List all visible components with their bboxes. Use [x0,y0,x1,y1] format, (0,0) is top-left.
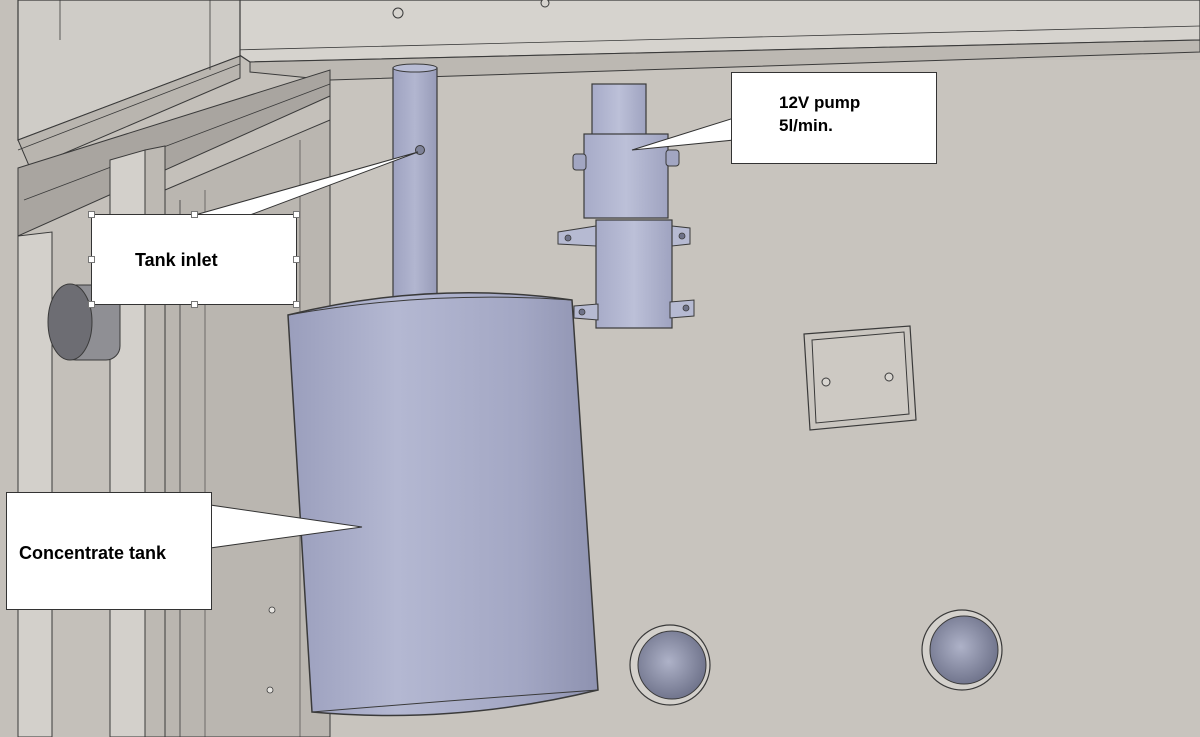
pump-12v [557,83,695,329]
resize-handle-top-middle[interactable] [191,211,198,218]
resize-handle-middle-left[interactable] [88,256,95,263]
resize-handle-bottom-left[interactable] [88,301,95,308]
panel-hole-left [629,624,711,706]
left-upper-frame [17,0,331,237]
tank-inlet-callout[interactable]: Tank inlet [91,214,297,305]
tank-inlet-label: Tank inlet [135,250,218,270]
concentrate-tank-callout: Concentrate tank [6,492,212,610]
concentrate-tank [287,291,599,717]
resize-handle-top-left[interactable] [88,211,95,218]
pump-label-line2: 5l/min. [779,116,833,135]
panel-hole-right [921,609,1003,691]
mounting-bracket [803,325,917,431]
resize-handle-middle-right[interactable] [293,256,300,263]
top-frame-beam [229,0,1200,81]
pump-callout: 12V pump 5l/min. [731,72,937,164]
tank-inlet-pipe [392,63,438,309]
resize-handle-top-right[interactable] [293,211,300,218]
concentrate-tank-label: Concentrate tank [19,543,167,563]
resize-handle-bottom-middle[interactable] [191,301,198,308]
resize-handle-bottom-right[interactable] [293,301,300,308]
pump-label-line1: 12V pump [779,93,861,112]
